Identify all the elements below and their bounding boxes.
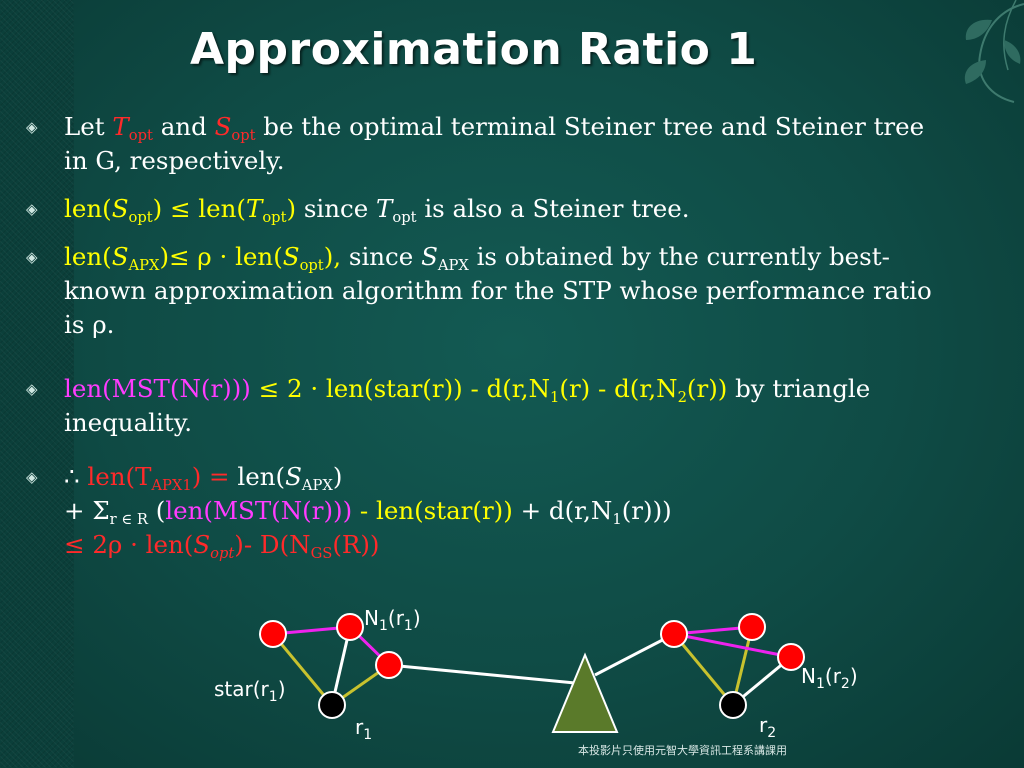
label-n1-r2: N1(r2) — [801, 664, 858, 692]
terminal-node — [375, 651, 403, 679]
steiner-tree-triangle — [551, 652, 619, 733]
conclusion-line-1: ∴ len(TAPX1) = len(SAPX) — [64, 462, 343, 495]
steiner-node-r1 — [318, 691, 346, 719]
mst-edge-r2-b — [673, 632, 792, 659]
conclusion-line-2: + Σr ∈ R (len(MST(N(r))) - len(star(r)) … — [64, 496, 672, 529]
main-edge-tree-to-right — [594, 632, 675, 677]
terminal-node — [259, 620, 287, 648]
terminal-node — [336, 613, 364, 641]
star-edge-r1-a — [271, 633, 334, 706]
terminal-node — [738, 613, 766, 641]
label-star-r1: star(r1) — [214, 677, 286, 705]
conclusion-line-3: ≤ 2ρ · len(Sopt)- D(NGS(R)) — [64, 530, 380, 563]
bullet-optimal-trees: Let Topt and Sopt be the optimal termina… — [26, 110, 954, 178]
footer-copyright-note: 本投影片只使用元智大學資訊工程系講課用 — [578, 744, 787, 757]
slide-title: Approximation Ratio 1 — [190, 24, 758, 75]
bullet-mst-triangle: len(MST(N(r))) ≤ 2 · len(star(r)) - d(r,… — [26, 372, 954, 440]
label-r1: r1 — [355, 715, 373, 743]
bullet-conclusion: ∴ len(TAPX1) = len(SAPX) + Σr ∈ R (len(M… — [26, 460, 954, 563]
steiner-node-r2 — [719, 691, 747, 719]
terminal-node — [777, 643, 805, 671]
star-edge-r2-a — [672, 633, 735, 706]
main-edge-left-to-tree — [388, 663, 576, 685]
terminal-node — [660, 620, 688, 648]
bullet-apx-ratio: len(SAPX)≤ ρ · len(Sopt), since SAPX is … — [26, 240, 954, 342]
corner-vine-decoration — [964, 0, 1024, 103]
bullet-sopt-le-topt: len(Sopt) ≤ len(Topt) since Topt is also… — [26, 192, 954, 226]
label-n1-r1: N1(r1) — [364, 606, 421, 634]
label-r2: r2 — [759, 713, 777, 741]
